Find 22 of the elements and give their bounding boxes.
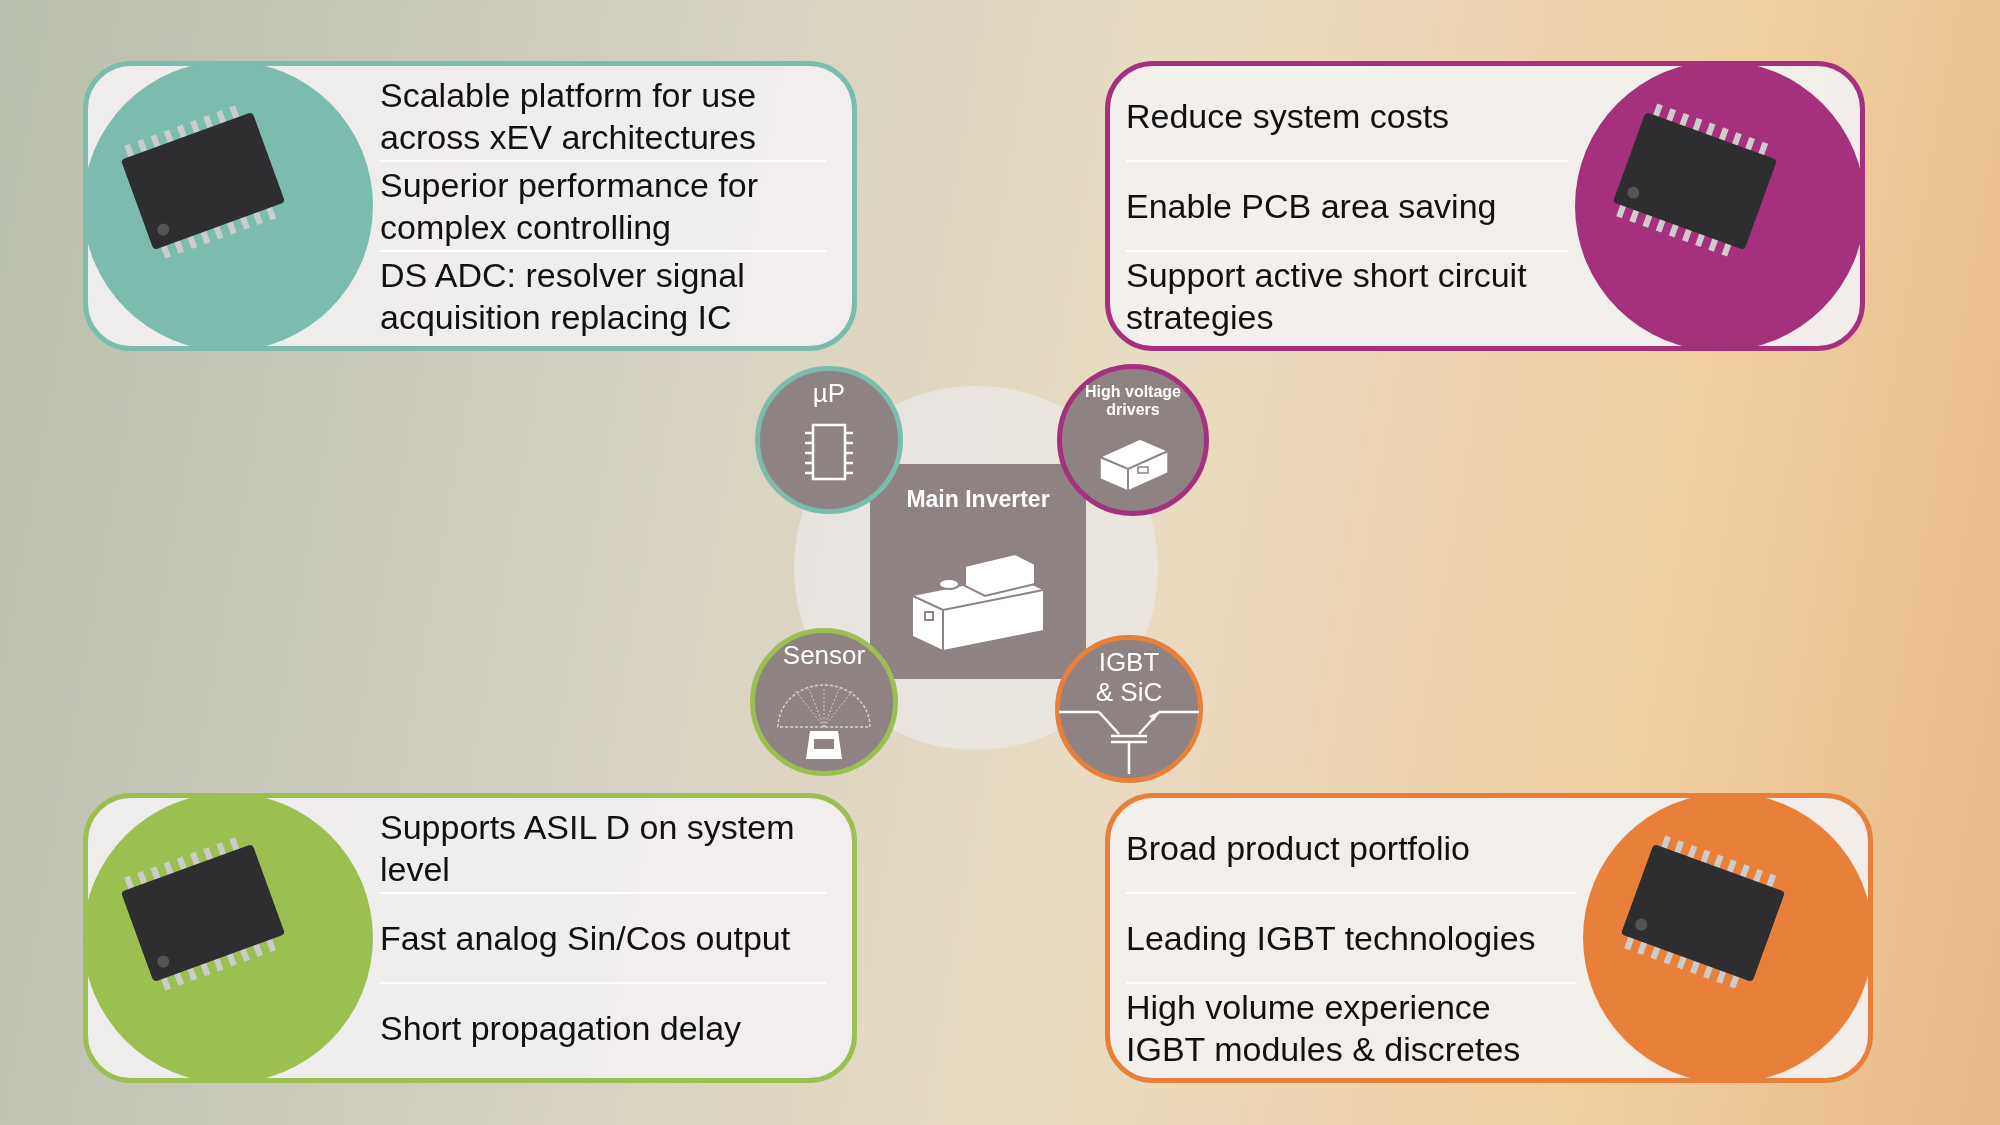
- component-label: Sensor: [782, 641, 866, 671]
- feature-text: DS ADC: resolver signal acquisition replacing IC: [380, 254, 746, 338]
- feature-text: Broad product portfolio: [1126, 827, 1470, 869]
- feature-text: Scalable platform for use across xEV architectures: [380, 74, 758, 158]
- feature-text: Short propagation delay: [380, 1007, 742, 1049]
- component-box: [870, 464, 1086, 679]
- feature-card: [83, 61, 857, 351]
- feature-card: [83, 793, 857, 1083]
- feature-text: Fast analog Sin/Cos output: [380, 917, 791, 959]
- feature-text: Leading IGBT technologies: [1126, 917, 1536, 959]
- feature-text: Support active short circuit strategies: [1126, 254, 1528, 338]
- feature-text: Enable PCB area saving: [1126, 185, 1497, 227]
- feature-text: Supports ASIL D on system level: [380, 806, 796, 890]
- feature-text: Superior performance for complex controlling: [380, 164, 759, 248]
- component-label: High voltage drivers: [1084, 383, 1182, 420]
- box-title: Main Inverter: [905, 486, 1051, 513]
- component-label: IGBT & SiC: [1094, 648, 1164, 708]
- feature-text: Reduce system costs: [1126, 95, 1450, 137]
- component-label: µP: [812, 379, 846, 409]
- feature-text: High volume experience IGBT modules & discretes: [1126, 986, 1522, 1070]
- feature-card: [1105, 793, 1873, 1083]
- feature-card: [1105, 61, 1865, 351]
